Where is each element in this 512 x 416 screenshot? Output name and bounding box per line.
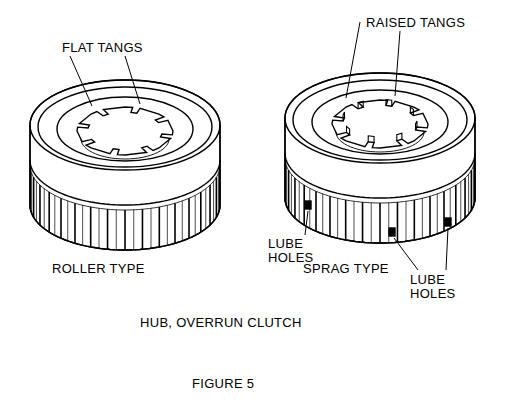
type-label: SPRAG TYPE <box>303 262 389 276</box>
lube-hole <box>445 218 451 226</box>
lube-hole <box>305 201 311 209</box>
part-label: LUBE HOLES <box>268 237 316 265</box>
leader-lines <box>70 22 448 270</box>
leader-line <box>305 211 308 235</box>
lube-hole <box>389 228 395 236</box>
leader-line <box>125 56 140 104</box>
figure-caption: FIGURE 5 <box>192 377 254 391</box>
leader-line <box>395 31 400 96</box>
type-label: ROLLER TYPE <box>52 262 145 276</box>
leader-line <box>446 228 448 270</box>
part-label: LUBE HOLES <box>410 273 458 301</box>
leader-line <box>394 238 418 270</box>
leader-line <box>346 22 360 98</box>
sprag-hub <box>285 73 475 243</box>
figure-title: HUB, OVERRUN CLUTCH <box>140 316 302 330</box>
part-label: FLAT TANGS <box>62 41 143 55</box>
leader-line <box>70 56 92 106</box>
part-label: RAISED TANGS <box>366 16 465 30</box>
roller-hub <box>30 80 220 250</box>
